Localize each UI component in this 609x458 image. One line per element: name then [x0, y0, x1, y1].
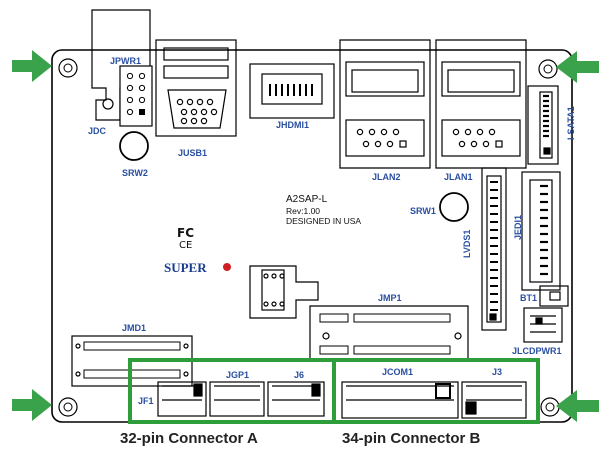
caption-connector-b: 34-pin Connector B	[342, 430, 481, 447]
label-jcom1: JCOM1	[382, 367, 414, 377]
label-j3: J3	[492, 367, 503, 377]
board-origin: DESIGNED IN USA	[286, 216, 362, 226]
jlan2-connector	[339, 39, 431, 169]
label-jlan2: JLAN2	[372, 172, 401, 182]
label-srw2: SRW2	[122, 168, 148, 178]
mount-hole-top-right	[538, 59, 558, 79]
jdc-power-jack	[91, 9, 151, 121]
label-jpwr1: JPWR1	[110, 56, 142, 66]
jusb1-connector	[155, 39, 237, 137]
label-lvds1: LVDS1	[462, 229, 472, 258]
arrow-top-left	[12, 50, 52, 82]
srw2-standoff	[119, 131, 149, 161]
label-jmd1: JMD1	[122, 323, 147, 333]
jlan1-connector	[435, 39, 527, 169]
jhdmi1-connector	[249, 63, 335, 119]
arrow-bottom-left	[12, 389, 52, 421]
caption-connector-a: 32-pin Connector A	[120, 430, 258, 447]
highlight-connector-b	[332, 358, 540, 424]
label-jedi1: JEDI1	[513, 214, 523, 240]
label-jhdmi1: JHDMI1	[276, 120, 310, 130]
label-jlan1: JLAN1	[444, 172, 473, 182]
label-j6: J6	[294, 370, 305, 380]
bt1-battery	[539, 285, 569, 307]
brand-logo: SUPER	[164, 260, 207, 275]
label-jlcdpwr1: JLCDPWR1	[512, 346, 562, 356]
brand-logo-dot	[223, 263, 231, 271]
mount-hole-top-left	[58, 58, 78, 78]
connector-a-headers	[157, 381, 325, 417]
label-srw1: SRW1	[410, 206, 436, 216]
jmp1-module-outline	[249, 265, 319, 319]
connector-b-headers	[341, 381, 527, 419]
srw1-standoff	[439, 192, 469, 222]
arrow-bottom-right	[556, 390, 599, 422]
fcc-logo: FC	[177, 226, 195, 240]
jedi1-connector	[521, 171, 561, 291]
isata1-connector	[527, 85, 559, 165]
jpwr1-header	[119, 65, 153, 127]
label-jusb1: JUSB1	[178, 148, 208, 158]
jlcdpwr1-header	[523, 307, 563, 343]
label-jf1: JF1	[138, 396, 154, 406]
label-jmp1: JMP1	[378, 293, 402, 303]
ce-logo: CE	[179, 240, 193, 251]
label-bt1: BT1	[520, 293, 538, 303]
label-isata1: I-SATA1	[566, 106, 576, 140]
label-jdc: JDC	[88, 126, 107, 136]
lvds1-connector	[481, 167, 507, 331]
mount-hole-bottom-left	[58, 397, 78, 417]
arrow-top-right	[556, 51, 599, 83]
board-model: A2SAP-L	[286, 194, 328, 205]
board-revision: Rev:1.00	[286, 206, 321, 216]
label-jgp1: JGP1	[226, 370, 250, 380]
